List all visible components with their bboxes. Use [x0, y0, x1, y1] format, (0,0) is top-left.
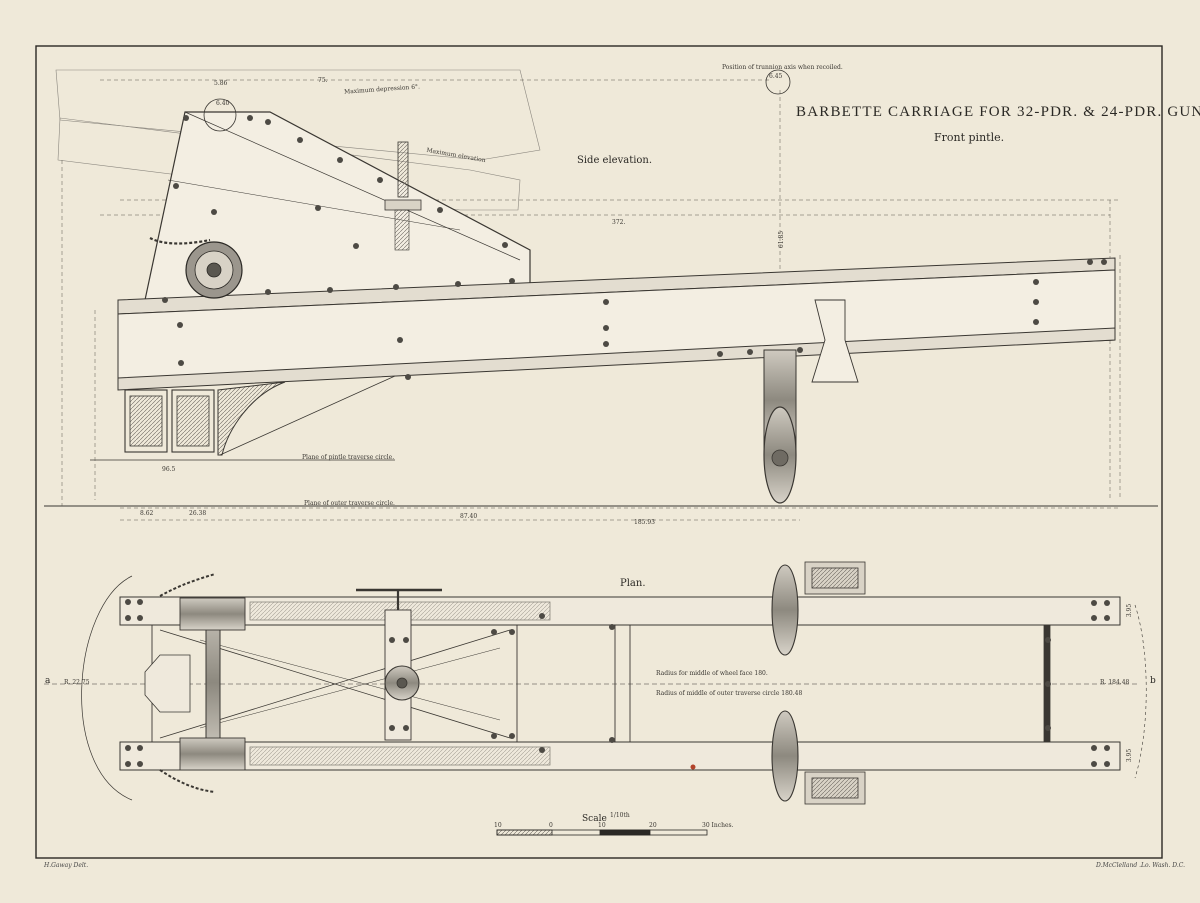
dimension-label: R. 22.75: [64, 679, 90, 686]
dimension-label: 8.62: [140, 510, 154, 517]
scale-bar: [496, 829, 708, 836]
plan-view: [44, 561, 1147, 805]
scale-tick: 20: [649, 822, 657, 829]
trunnion-annotation: Position of trunnion axis when recoiled.: [722, 64, 843, 71]
outer-plane-annotation: Plane of outer traverse circle.: [304, 500, 395, 507]
pintle-plane-annotation: Plane of pintle traverse circle.: [302, 454, 395, 461]
engraver-credit: D.McClelland .Lo. Wash. D.C.: [1096, 862, 1186, 869]
dimension-label: 6.40: [216, 100, 230, 107]
dimension-label: 26.38: [189, 510, 207, 517]
outer-radius-annotation: Radius of middle of outer traverse circl…: [656, 690, 803, 697]
dimension-label: 372.: [612, 219, 626, 226]
scale-label: Scale: [582, 814, 607, 824]
dimension-label: 3.95: [1126, 603, 1134, 618]
dimension-label: 75.: [318, 77, 328, 84]
dimension-label: 185.93: [634, 519, 655, 526]
scale-fraction: 1/10th: [610, 812, 630, 819]
scale-tick: 10: [598, 822, 606, 829]
section-marker-a: a: [45, 676, 51, 686]
scale-tick: 30 Inches.: [702, 822, 734, 829]
wheel-radius-annotation: Radius for middle of wheel face 180.: [656, 670, 768, 677]
drawing-title: BARBETTE CARRIAGE FOR 32-PDR. & 24-PDR. …: [796, 104, 1200, 120]
draughtsman-credit: H.Gaway Delt.: [44, 862, 89, 869]
drawing-subtitle: Front pintle.: [934, 131, 1005, 144]
dimension-label: 5.86: [214, 80, 228, 87]
section-marker-b: b: [1150, 676, 1156, 686]
scale-tick: 0: [549, 822, 553, 829]
dimension-label: 61.85: [778, 230, 786, 249]
dimension-label: 6.45: [769, 73, 783, 80]
dimension-label: 87.40: [460, 513, 478, 520]
scale-tick: 10: [494, 822, 502, 829]
side-elevation-label: Side elevation.: [577, 155, 653, 166]
plate-border: [35, 45, 1163, 859]
dimension-label: 3.95: [1126, 748, 1134, 763]
dimension-label: 96.5: [162, 466, 176, 473]
side-elevation: [44, 69, 1158, 521]
dimension-label: R. 184.48: [1100, 679, 1130, 686]
plan-label: Plan.: [620, 578, 646, 589]
